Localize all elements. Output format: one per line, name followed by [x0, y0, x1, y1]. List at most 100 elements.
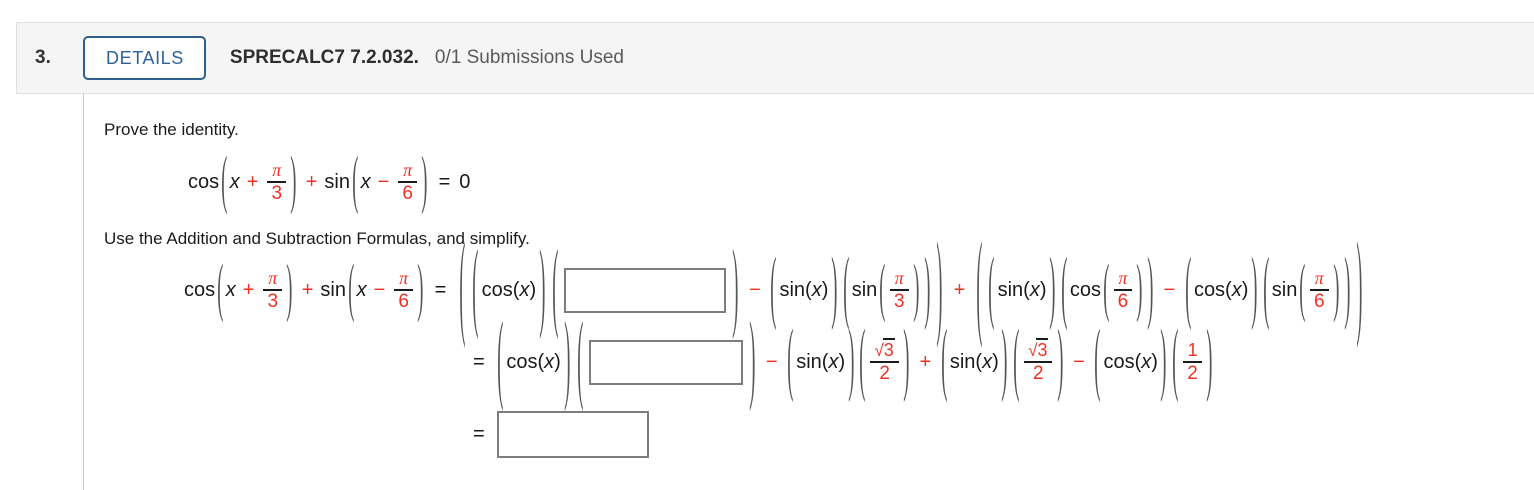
equals-sign: = [434, 279, 447, 301]
sin-label-2: sin [1271, 279, 1298, 301]
term-paren-close: ) [564, 305, 571, 415]
fraction-sqrt3-over-2: √3 2 [870, 338, 899, 384]
variable-x: x [1141, 351, 1152, 373]
term-paren-open-4: ( [988, 243, 995, 334]
cos-label-2: cos [1069, 279, 1101, 301]
sin-label: sin [320, 279, 346, 301]
pi-symbol: π [1118, 268, 1128, 289]
inner-paren-open-2: ( [1103, 253, 1110, 325]
cos-label: cos [184, 279, 216, 301]
term-paren-open-7: ( [1262, 243, 1269, 334]
pi-symbol: π [272, 160, 282, 180]
inner-paren-close: ) [912, 253, 919, 325]
term-paren-open: ( [496, 305, 504, 415]
prompt-prove-identity: Prove the identity. [104, 120, 239, 139]
term-paren-close-3: ) [1001, 315, 1008, 406]
question-title: SPRECALC7 7.2.032. [229, 47, 419, 68]
variable-x-2: x [356, 279, 367, 301]
answer-input-1[interactable] [564, 268, 727, 313]
cos-of-x: cos(x) [506, 351, 561, 373]
pi-symbol: π [399, 268, 409, 289]
fraction-bar [1183, 360, 1202, 363]
fraction-bar [267, 180, 287, 183]
fraction-pi-over-3: π 3 [263, 268, 283, 312]
denominator: 3 [271, 182, 283, 204]
inner-paren-open-3: ( [1299, 253, 1306, 325]
answer-paren-open: ( [552, 233, 559, 343]
variable-x: x [982, 351, 993, 373]
paren-close-2: ) [417, 253, 424, 325]
radical-overbar: 3 [1036, 338, 1049, 361]
cos-label: cos [188, 170, 220, 193]
frac-paren-close-2: ) [1057, 315, 1064, 406]
pi-symbol: π [894, 268, 904, 289]
paren-open: ( [221, 145, 228, 217]
pi-symbol: π [1314, 268, 1324, 289]
inner-paren-close-3: ) [1332, 253, 1339, 325]
sin-label: sin [324, 170, 350, 193]
group-paren-open: ( [459, 222, 466, 353]
fraction-pi-over-3: π 3 [889, 268, 909, 312]
radical-icon: √ [1028, 341, 1038, 361]
sqrt-3-numerator: √3 [1024, 338, 1052, 361]
term-paren-close-7: ) [1344, 243, 1351, 334]
details-button[interactable]: DETAILS [83, 36, 206, 80]
answer-input-3[interactable] [496, 411, 649, 458]
minus-operator: − [749, 279, 761, 301]
minus-operator: − [765, 351, 778, 373]
inner-paren-close-2: ) [1136, 253, 1143, 325]
question-body: Prove the identity. cos ( x + π 3 ) + si… [104, 108, 1534, 490]
term-paren-open-5: ( [1060, 243, 1068, 334]
equals-sign-2: = [473, 351, 485, 373]
paren-open-2: ( [348, 253, 355, 325]
prompt-use-formulas: Use the Addition and Subtraction Formula… [104, 229, 530, 248]
radical-overbar: 3 [882, 338, 895, 361]
fraction-bar [394, 288, 413, 291]
fraction-pi-over-6: π 6 [1113, 268, 1133, 312]
fraction-bar [1310, 288, 1329, 291]
term-paren-open-6: ( [1185, 243, 1192, 334]
question-header: 3. DETAILS SPRECALC7 7.2.032. 0/1 Submis… [16, 22, 1534, 94]
plus-operator: + [246, 170, 259, 193]
term-paren-open: ( [472, 233, 479, 343]
plus-operator: + [242, 279, 255, 301]
fraction-bar [1024, 360, 1053, 363]
work-row-2: = ( cos(x) ) ( ) − ( sin(x) ) ( √3 2 ) +… [464, 305, 1216, 415]
identity-equation: cos ( x + π 3 ) + sin ( x − π 6 ) = 0 [188, 145, 470, 217]
question-number: 3. [35, 47, 51, 68]
denominator: 6 [398, 290, 409, 312]
fraction-bar [1113, 288, 1133, 291]
numerator: 1 [1187, 340, 1198, 361]
denominator: 2 [1187, 362, 1198, 384]
answer-input-2[interactable] [589, 340, 744, 385]
pi-symbol: π [268, 268, 278, 289]
denominator: 6 [1314, 290, 1325, 312]
fraction-bar [870, 360, 899, 363]
variable-x: x [225, 279, 236, 301]
plus-operator: + [919, 351, 932, 373]
answer-paren-open: ( [576, 305, 583, 415]
term-paren-open-3: ( [842, 243, 849, 334]
submissions-status: 0/1 Submissions Used [434, 47, 624, 68]
fraction-bar [263, 288, 283, 291]
radical-icon: √ [874, 341, 884, 361]
vertical-divider [83, 94, 84, 490]
pi-symbol: π [403, 160, 413, 180]
paren-close-2: ) [421, 145, 428, 217]
term-paren-close-5: ) [1147, 243, 1154, 334]
term-paren-open-2: ( [787, 315, 794, 406]
plus-operator-2: + [305, 170, 318, 193]
denominator: 2 [1032, 362, 1044, 384]
term-paren-open-3: ( [940, 315, 948, 406]
cos-of-x: cos(x) [481, 279, 537, 301]
fraction-pi-over-6: π 6 [394, 269, 413, 312]
variable-x: x [1231, 279, 1242, 301]
variable-x: x [229, 170, 240, 193]
paren-open: ( [217, 253, 224, 325]
sin-label: sin [851, 279, 878, 301]
term-paren-close: ) [539, 233, 546, 343]
group2-paren-open: ( [976, 222, 983, 353]
term-paren-close-4: ) [1049, 243, 1056, 334]
equals-sign: = [438, 170, 451, 193]
